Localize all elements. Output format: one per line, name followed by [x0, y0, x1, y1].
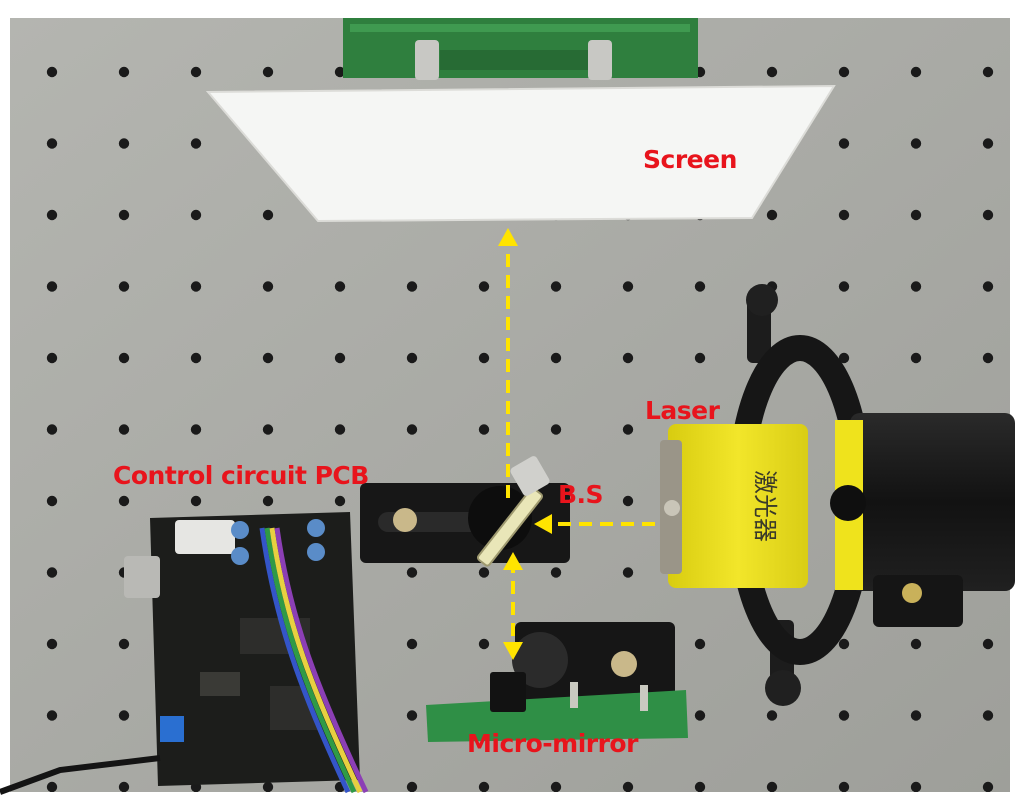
micro-mirror-mount [512, 622, 675, 700]
arrowhead-up-splitter [503, 552, 523, 570]
screen [205, 84, 836, 223]
arrowhead-up-screen [498, 228, 518, 246]
laser: 激光器 [660, 413, 1015, 627]
screen-mount-board [343, 18, 698, 80]
beam-path [506, 240, 655, 650]
ribbon-cable [259, 527, 369, 794]
arrowhead-down-mirror [503, 642, 523, 660]
laser-label: Laser [645, 396, 720, 425]
control-circuit-pcb [0, 512, 360, 795]
screen-label: Screen [643, 145, 737, 174]
micro-mirror-board [426, 672, 688, 742]
beam-splitter [476, 456, 550, 567]
control-pcb-label: Control circuit PCB [113, 461, 369, 490]
arrowhead-left-splitter [534, 514, 552, 534]
beam-splitter-label: B.S [558, 480, 604, 509]
beam-arrowheads [498, 228, 552, 660]
laser-housing-text: 激光器 [751, 470, 779, 542]
beam-splitter-mount [360, 483, 570, 563]
micro-mirror-label: Micro-mirror [467, 729, 638, 758]
